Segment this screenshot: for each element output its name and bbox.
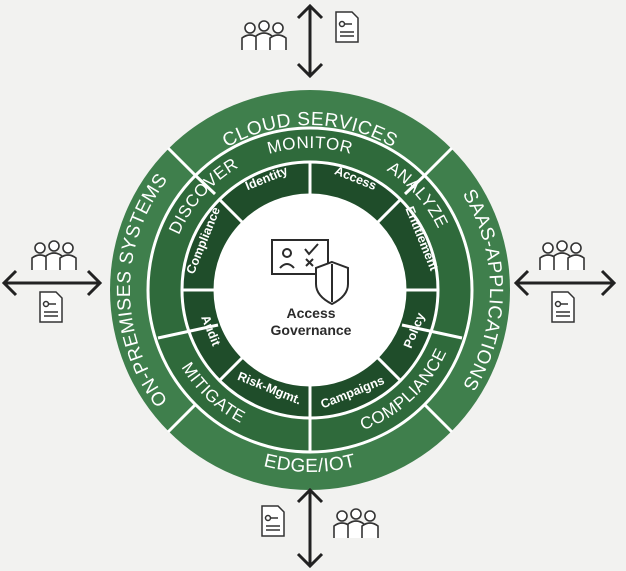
users-icon-top	[241, 20, 287, 50]
center-title-line2: Governance	[271, 322, 352, 338]
inner-separators	[182, 162, 438, 418]
double-arrow-icon-top	[296, 3, 324, 79]
presentation-check-icon	[271, 239, 329, 275]
document-key-icon-right	[551, 291, 575, 323]
outer-separators	[166, 146, 454, 434]
users-icon-bottom	[333, 508, 379, 538]
users-icon-right	[539, 240, 585, 270]
center-title-line1: Access	[286, 305, 335, 321]
double-arrow-icon-right	[513, 269, 617, 297]
document-key-icon-top	[335, 11, 359, 43]
users-icon-left	[31, 240, 77, 270]
double-arrow-icon-left	[1, 269, 103, 297]
shield-icon	[315, 260, 349, 306]
document-key-icon-bottom	[261, 505, 285, 537]
double-arrow-icon-bottom	[296, 487, 324, 569]
middle-separators	[157, 174, 463, 452]
document-key-icon-left	[39, 291, 63, 323]
center-disc	[213, 193, 407, 387]
